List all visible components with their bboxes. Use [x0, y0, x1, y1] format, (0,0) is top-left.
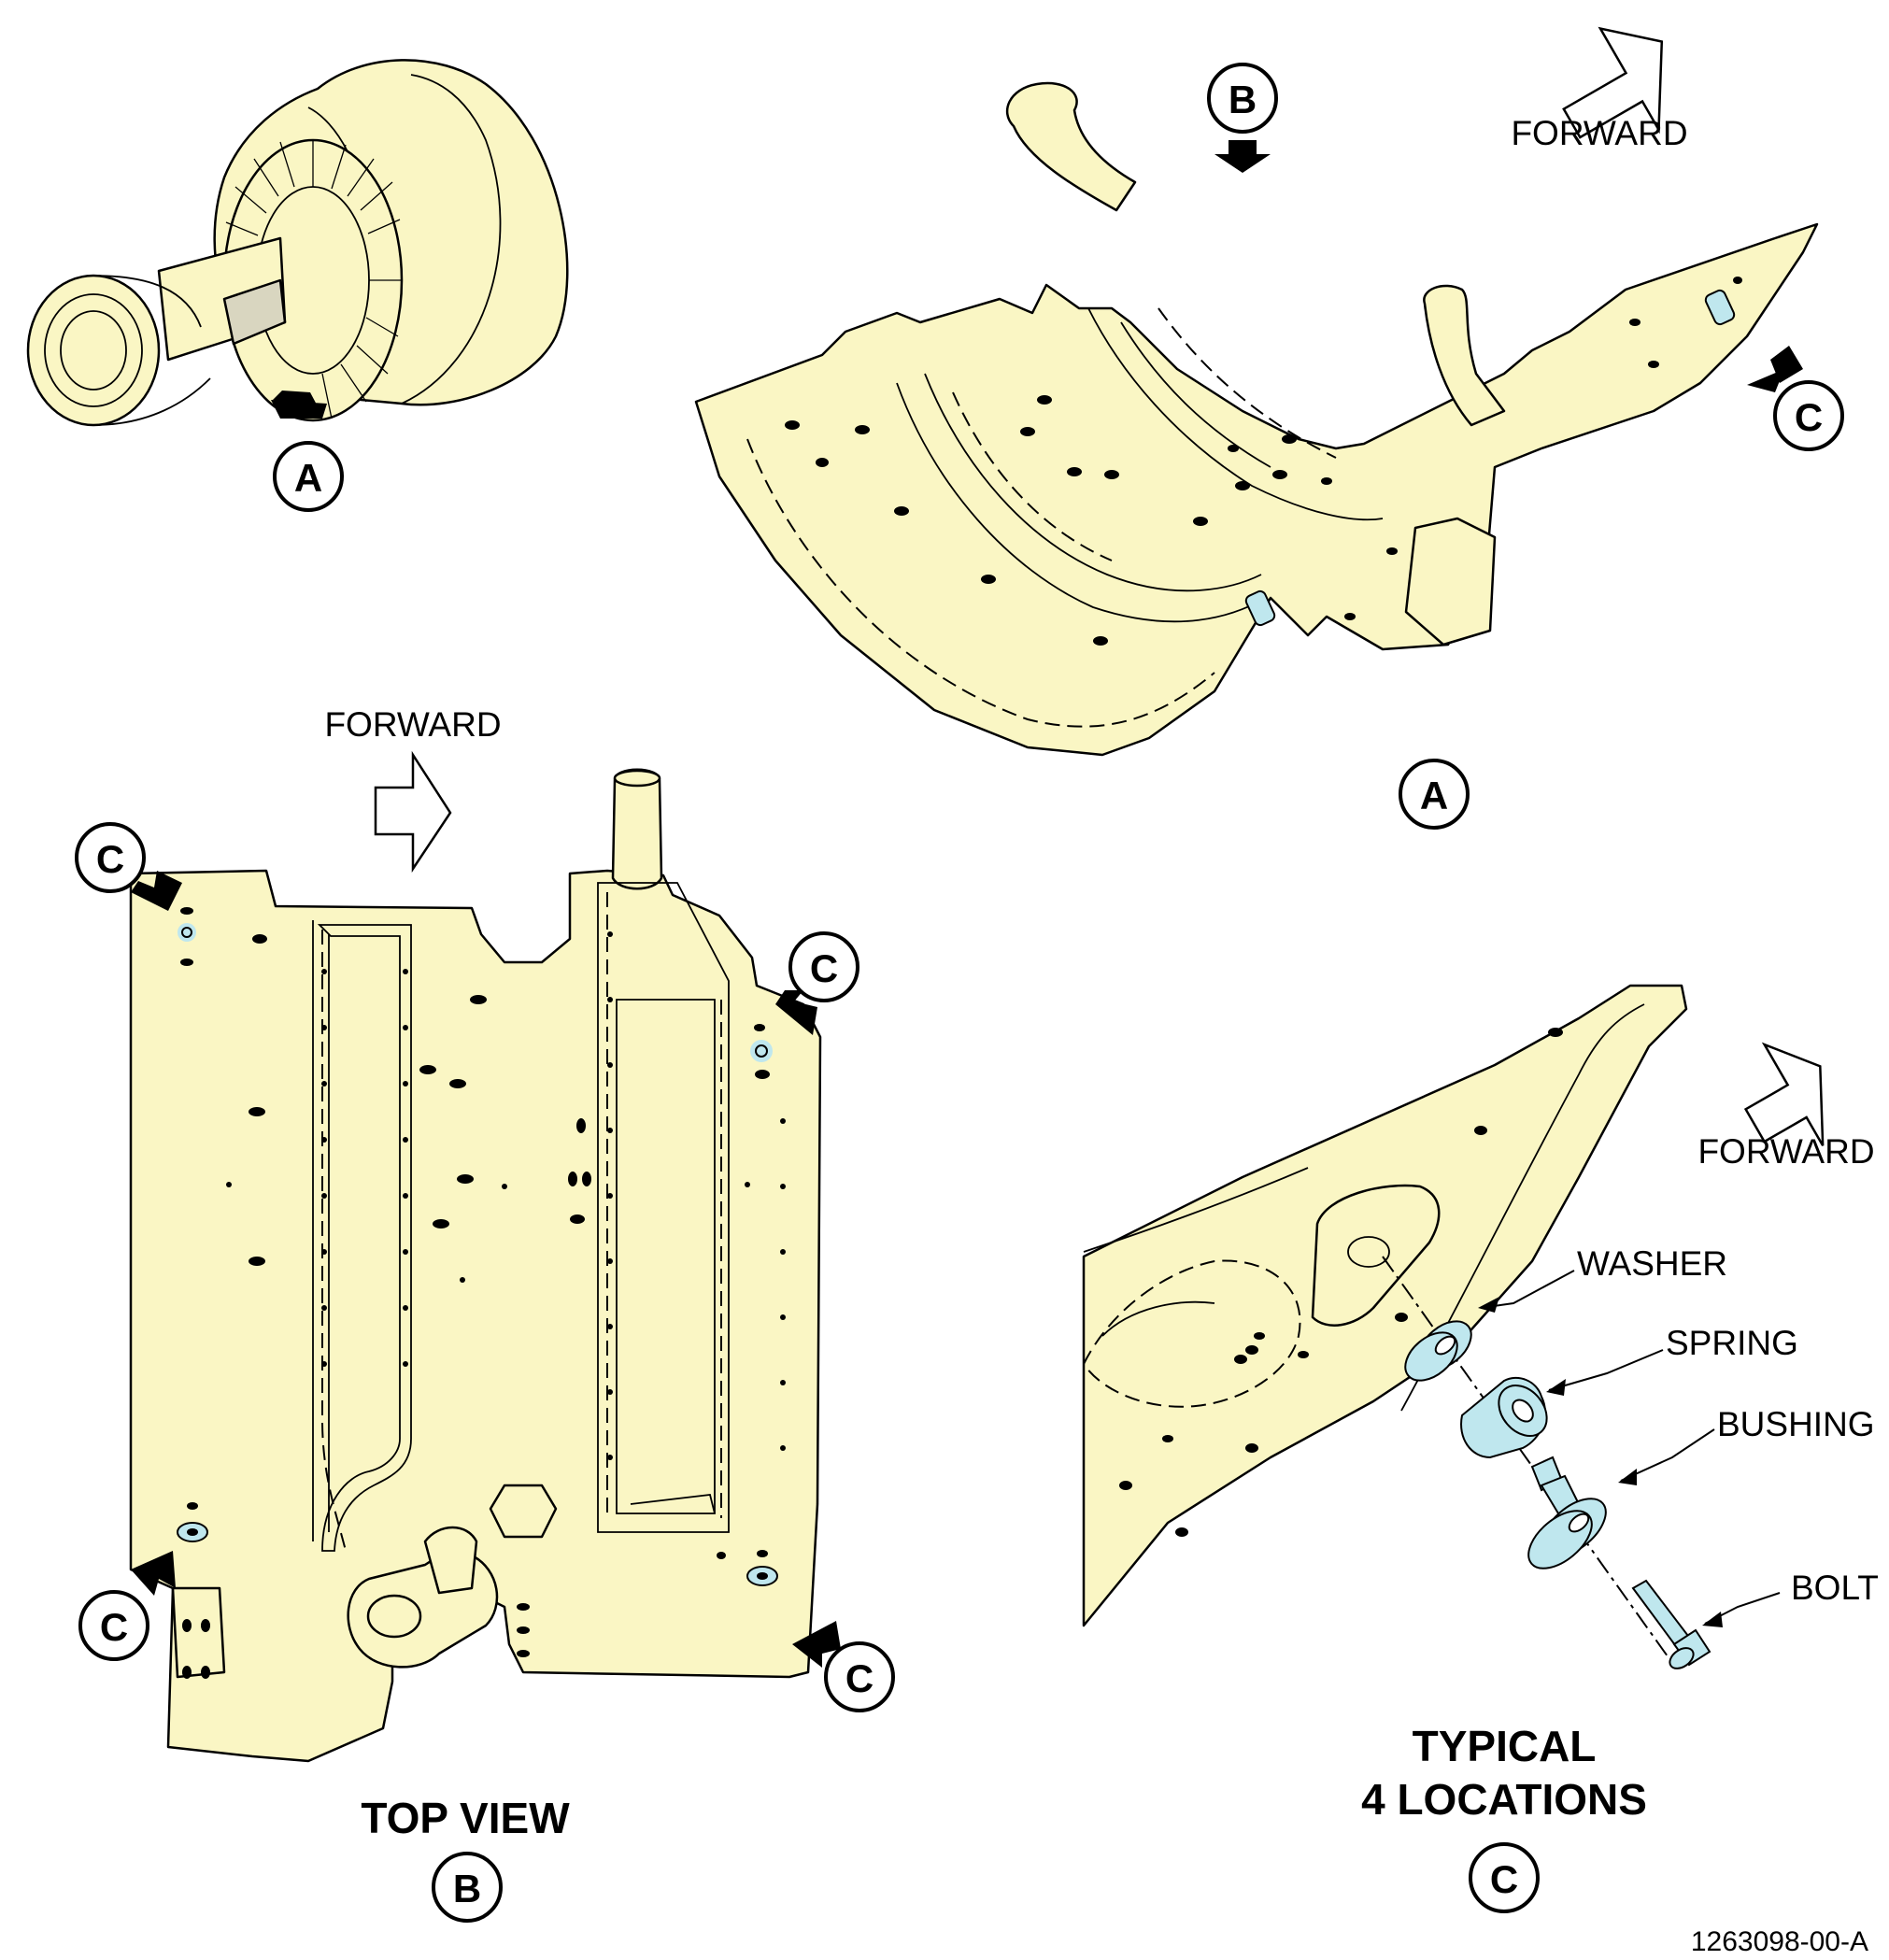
- view-a-bracket: [1404, 517, 1497, 646]
- callout-c-b3: C: [78, 1590, 149, 1661]
- view-c-holes: [1119, 1028, 1563, 1537]
- view-b-arrow: [1214, 140, 1271, 173]
- view-a-small-pipe: [1423, 284, 1506, 427]
- callout-c-b2: C: [788, 931, 859, 1002]
- top-view-label: TOP VIEW: [361, 1794, 570, 1842]
- view-a-pipe: [1005, 81, 1137, 212]
- washer-label: WASHER: [1577, 1244, 1727, 1283]
- view-c-arrow-b2: [775, 990, 817, 1035]
- bushing-part: [1527, 1456, 1607, 1569]
- view-b-hex-boss: [489, 1484, 558, 1539]
- bushing-label: BUSHING: [1717, 1405, 1875, 1443]
- forward-label-view-a: FORWARD: [1511, 114, 1687, 152]
- forward-arrow-view-a: [1562, 26, 1664, 139]
- callout-c-view-a-label: C: [1795, 395, 1823, 439]
- view-b-rivets: [226, 931, 786, 1460]
- view-b-mounts: [177, 923, 778, 1586]
- callout-b-view-a: B: [1207, 63, 1278, 134]
- callout-c-b2-label: C: [810, 946, 838, 990]
- typical-label: TYPICAL: [1413, 1722, 1597, 1770]
- forward-label-view-c: FORWARD: [1697, 1132, 1874, 1171]
- forward-arrow-view-b: [374, 750, 452, 873]
- callout-a-overview-label: A: [294, 456, 322, 500]
- forward-label-view-b: FORWARD: [324, 705, 501, 744]
- callout-a-view-label: A: [1399, 759, 1470, 830]
- view-c-arrow-b1: [131, 871, 182, 911]
- spring-part: [1460, 1376, 1548, 1459]
- washer-part: [1404, 1320, 1472, 1382]
- spring-label: SPRING: [1666, 1324, 1798, 1362]
- bolt-label: BOLT: [1791, 1569, 1879, 1607]
- callout-c-view-label: C: [1469, 1842, 1540, 1913]
- callout-c-view-a: C: [1773, 380, 1844, 451]
- engine-overview: A: [26, 59, 569, 512]
- callout-c-b1-label: C: [96, 837, 124, 881]
- callout-b-view-label-text: B: [453, 1867, 481, 1910]
- view-c-plate: [1082, 984, 1688, 1627]
- figure-id: 1263098-00-A: [1691, 1926, 1868, 1957]
- view-a-mount-right: [1704, 289, 1736, 326]
- locations-label: 4 LOCATIONS: [1361, 1775, 1647, 1824]
- callout-c-b1: C: [75, 822, 146, 893]
- view-b-plate: [129, 869, 822, 1763]
- view-a-mount-center: [1244, 589, 1276, 627]
- view-b-pipe: [611, 768, 663, 890]
- view-c-arrow-a: [1747, 346, 1803, 392]
- engine-mount-area: [222, 278, 287, 346]
- callout-b-view-a-label: B: [1229, 78, 1257, 121]
- callout-c-view-label-text: C: [1490, 1857, 1518, 1901]
- leader-arrows: [1478, 1297, 1723, 1627]
- view-c-arrow-b3: [131, 1551, 176, 1596]
- callout-b-view-label: B: [432, 1852, 503, 1923]
- callout-a-overview: A: [273, 441, 344, 512]
- view-b: FORWARD C C C C TOP VIEW B: [75, 705, 895, 1923]
- view-b-holes: [180, 907, 770, 1679]
- callout-c-b4-label: C: [845, 1656, 873, 1700]
- view-c: WASHER SPRING BUSHING BOLT FORWARD TYPIC…: [1082, 984, 1879, 1913]
- view-c-pad: [1311, 1184, 1441, 1327]
- view-a-arrow: [271, 391, 327, 419]
- view-a-holes: [785, 277, 1742, 646]
- callout-c-b3-label: C: [100, 1605, 128, 1649]
- view-a-panel: [694, 222, 1819, 757]
- bolt-part: [1631, 1579, 1711, 1669]
- view-c-arrow-b4: [792, 1621, 841, 1668]
- forward-arrow-view-c: [1743, 1042, 1825, 1146]
- view-a: B C FORWARD A: [694, 26, 1844, 830]
- callout-c-b4: C: [824, 1641, 895, 1712]
- callout-a-view-label-text: A: [1420, 774, 1448, 817]
- engine-exhaust: [26, 274, 161, 427]
